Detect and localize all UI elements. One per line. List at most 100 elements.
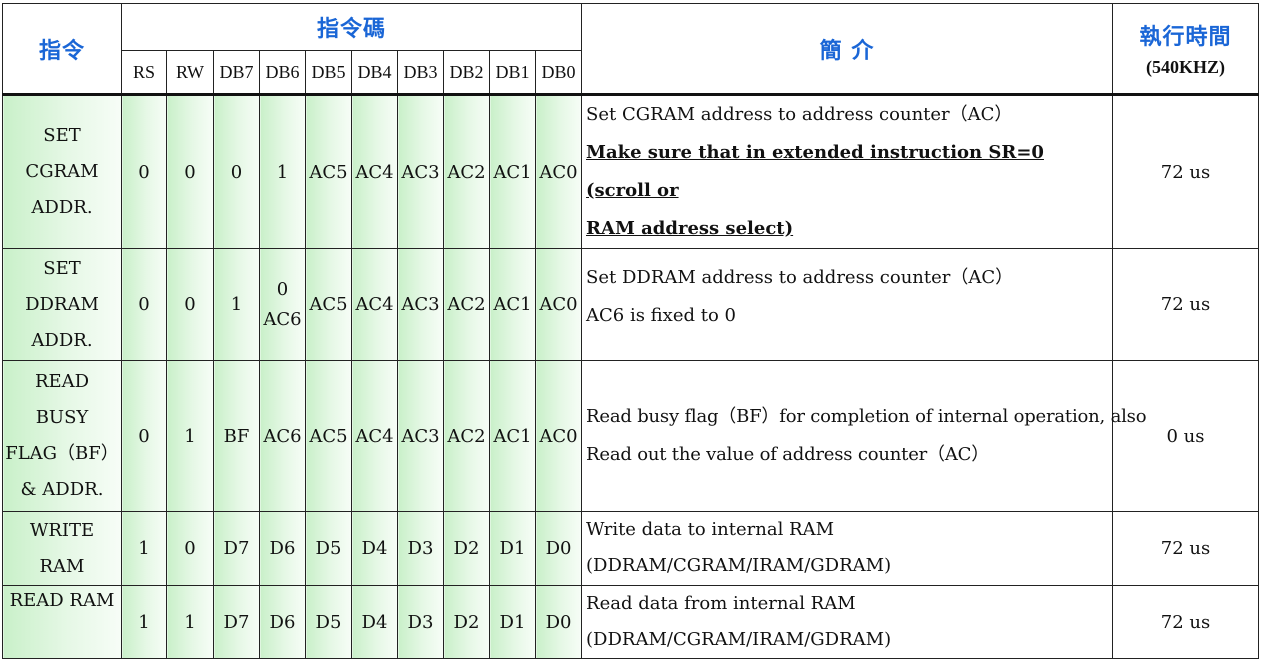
bit-cell: D2 bbox=[443, 511, 490, 586]
header-exec-time-label: 執行時間 bbox=[1139, 25, 1232, 50]
bit-cell: D4 bbox=[351, 511, 398, 586]
bit-cell: AC5 bbox=[305, 360, 352, 512]
bit-header: DB2 bbox=[443, 50, 490, 95]
bit-cell: AC0 bbox=[534, 94, 583, 249]
bit-cell: AC5 bbox=[305, 94, 352, 249]
bit-cell: AC1 bbox=[489, 94, 536, 249]
desc-line: Write data to internal RAM bbox=[586, 519, 835, 540]
bit-cell: AC4 bbox=[351, 94, 398, 249]
header-code: 指令碼 bbox=[120, 3, 583, 51]
table-row: READ RAM 1 1 D7 D6 D5 D4 D3 D2 D1 D0 Rea… bbox=[2, 585, 1260, 659]
name-line: RAM bbox=[39, 555, 85, 577]
name-line: ADDR. bbox=[31, 197, 93, 218]
bit-cell: AC6 bbox=[259, 360, 306, 512]
bit-cell: 0 bbox=[121, 248, 167, 361]
bit-cell: D4 bbox=[351, 585, 398, 659]
bit-cell: D5 bbox=[305, 585, 352, 659]
bit-cell: D7 bbox=[213, 585, 260, 659]
bit-cell: D3 bbox=[397, 585, 444, 659]
description-cell: Read data from internal RAM (DDRAM/CGRAM… bbox=[581, 585, 1114, 659]
name-line: DDRAM bbox=[25, 293, 99, 315]
instruction-table: 指令 指令碼 簡 介 執行時間 (540KHZ) RS RW DB7 DB6 D… bbox=[2, 3, 1260, 659]
desc-line: Read out the value of address counter（AC… bbox=[586, 444, 990, 465]
bit-header: DB1 bbox=[489, 50, 536, 95]
bit-cell: D1 bbox=[489, 511, 536, 586]
bit-cell: AC3 bbox=[397, 94, 444, 249]
desc-line: AC6 is fixed to 0 bbox=[586, 305, 736, 326]
bit-header: DB3 bbox=[397, 50, 444, 95]
desc-bold-line: RAM address select) bbox=[586, 218, 794, 239]
bit-cell: 1 bbox=[121, 585, 167, 659]
desc-line: (DDRAM/CGRAM/IRAM/GDRAM) bbox=[586, 629, 892, 650]
desc-line: Set CGRAM address to address counter（AC） bbox=[586, 104, 1013, 125]
bit-cell: 1 bbox=[213, 248, 260, 361]
instruction-name: READ BUSY FLAG（BF） & ADDR. bbox=[2, 360, 122, 512]
name-line: READ bbox=[34, 371, 90, 392]
table-row: SET CGRAM ADDR. 0 0 0 1 AC5 AC4 AC3 AC2 … bbox=[2, 94, 1260, 249]
desc-bold-line: Make sure that in extended instruction S… bbox=[586, 142, 1044, 201]
bit-cell: D0 bbox=[534, 585, 583, 659]
bit-cell: 1 bbox=[166, 360, 214, 512]
header-description: 簡 介 bbox=[581, 3, 1114, 95]
bit-cell: 0 bbox=[166, 511, 214, 586]
bit-cell: AC3 bbox=[397, 360, 444, 512]
bit-db6-top: 0 bbox=[276, 278, 289, 300]
bit-header: DB5 bbox=[305, 50, 352, 95]
desc-line: (DDRAM/CGRAM/IRAM/GDRAM) bbox=[586, 555, 892, 576]
name-line: SET bbox=[43, 257, 81, 279]
bit-header: RS bbox=[121, 50, 167, 95]
bit-cell: 0 bbox=[166, 94, 214, 249]
bit-cell: AC0 bbox=[534, 360, 583, 512]
bit-cell: AC4 bbox=[351, 248, 398, 361]
exec-time: 0 us bbox=[1112, 360, 1260, 512]
bit-cell: AC2 bbox=[443, 94, 490, 249]
bit-header: DB6 bbox=[259, 50, 306, 95]
bit-cell: 1 bbox=[259, 94, 306, 249]
bit-cell: 0 bbox=[121, 360, 167, 512]
bit-cell: 0 bbox=[213, 94, 260, 249]
bit-cell: AC2 bbox=[443, 360, 490, 512]
exec-time: 72 us bbox=[1112, 585, 1260, 659]
bit-cell: D3 bbox=[397, 511, 444, 586]
description-cell: Set CGRAM address to address counter（AC）… bbox=[581, 94, 1114, 249]
desc-line: Read busy flag（BF）for completion of inte… bbox=[586, 406, 1147, 427]
bit-cell: AC0 bbox=[534, 248, 583, 361]
description-cell: Set DDRAM address to address counter（AC）… bbox=[581, 248, 1114, 361]
bit-cell: D5 bbox=[305, 511, 352, 586]
desc-line: Set DDRAM address to address counter（AC） bbox=[586, 267, 1014, 288]
description-cell: Write data to internal RAM (DDRAM/CGRAM/… bbox=[581, 511, 1114, 586]
bit-header: DB0 bbox=[534, 50, 583, 95]
name-line: WRITE bbox=[29, 519, 95, 541]
table-row: READ BUSY FLAG（BF） & ADDR. 0 1 BF AC6 AC… bbox=[2, 360, 1260, 512]
table-row: SET DDRAM ADDR. 0 0 1 0 AC6 AC5 AC4 AC3 … bbox=[2, 248, 1260, 361]
bit-db6-bottom: AC6 bbox=[263, 308, 302, 330]
bit-cell: D6 bbox=[259, 585, 306, 659]
bit-cell: D1 bbox=[489, 585, 536, 659]
bit-cell: AC5 bbox=[305, 248, 352, 361]
exec-time: 72 us bbox=[1112, 248, 1260, 361]
bit-cell: AC1 bbox=[489, 248, 536, 361]
bit-cell: D6 bbox=[259, 511, 306, 586]
name-line: SET bbox=[43, 125, 81, 146]
desc-line: Read data from internal RAM bbox=[586, 593, 856, 614]
name-line: READ RAM bbox=[9, 590, 115, 611]
bit-cell: AC1 bbox=[489, 360, 536, 512]
header-instruction: 指令 bbox=[2, 3, 122, 95]
name-line: & ADDR. bbox=[20, 479, 104, 500]
name-line: FLAG（BF） bbox=[5, 443, 119, 464]
header-freq: (540KHZ) bbox=[1146, 57, 1226, 77]
name-line: CGRAM bbox=[25, 161, 99, 182]
bit-cell: AC4 bbox=[351, 360, 398, 512]
name-line: ADDR. bbox=[31, 329, 93, 351]
bit-cell: D0 bbox=[534, 511, 583, 586]
bit-header: RW bbox=[166, 50, 214, 95]
bit-cell: 1 bbox=[166, 585, 214, 659]
bit-cell: 0 bbox=[166, 248, 214, 361]
bit-cell: 1 bbox=[121, 511, 167, 586]
bit-cell: BF bbox=[213, 360, 260, 512]
bit-cell: D7 bbox=[213, 511, 260, 586]
bit-header: DB7 bbox=[213, 50, 260, 95]
table-row: WRITE RAM 1 0 D7 D6 D5 D4 D3 D2 D1 D0 Wr… bbox=[2, 511, 1260, 586]
exec-time: 72 us bbox=[1112, 94, 1260, 249]
header-exec-time: 執行時間 (540KHZ) bbox=[1112, 3, 1260, 95]
